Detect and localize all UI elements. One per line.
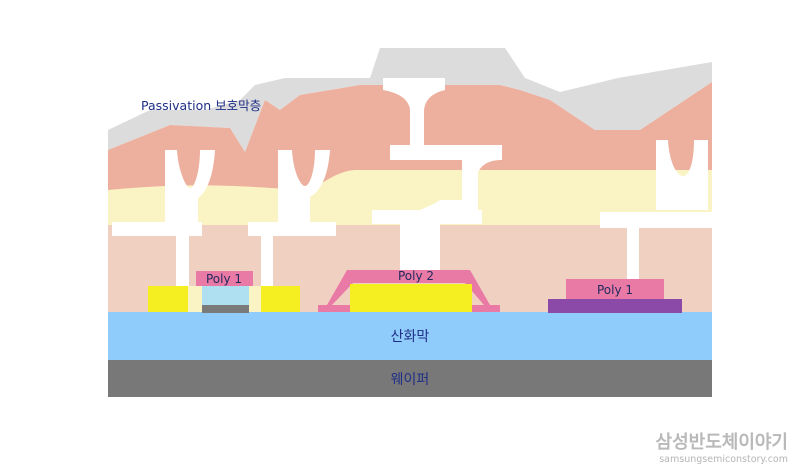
wafer-label: 웨이퍼	[391, 372, 430, 388]
contact-2-bar	[248, 222, 336, 236]
middle-contact-cup	[420, 200, 478, 222]
middle-yellow-block	[350, 284, 472, 312]
watermark-title: 삼성반도체이야기	[656, 432, 788, 453]
middle-contact	[372, 210, 482, 270]
passivation-layer	[108, 48, 712, 152]
middle-via-top	[383, 78, 445, 145]
middle-via-bar	[390, 145, 502, 200]
contact-1-stem	[176, 236, 189, 286]
left-spacer-left	[188, 286, 202, 312]
contact-2-stem	[261, 236, 273, 286]
left-spacer-right	[249, 286, 261, 312]
contact-1-bar	[112, 222, 202, 236]
watermark-url: samsungsemiconstory.com	[659, 454, 788, 465]
wafer-layer	[108, 360, 712, 397]
oxide-label: 산화막	[391, 329, 430, 345]
metal-contacts	[112, 78, 712, 286]
oxide-layer	[108, 312, 712, 360]
left-gate-oxide	[202, 286, 249, 306]
passivation-label: Passivation 보호막층	[141, 98, 261, 113]
right-contact-top	[656, 140, 708, 210]
yellow-dielectric-layer	[108, 170, 712, 232]
right-purple-layer	[548, 299, 682, 313]
poly2-label: Poly 2	[398, 269, 434, 283]
poly1-right-label: Poly 1	[597, 283, 633, 297]
right-poly1-block	[566, 279, 664, 299]
contact-2-top	[278, 150, 330, 222]
right-contact-bar	[600, 212, 712, 228]
left-gate-gray	[202, 305, 249, 313]
poly1-left-label: Poly 1	[206, 272, 242, 286]
left-poly1-block	[196, 271, 253, 286]
contact-1-top	[165, 150, 215, 222]
right-contact-stem	[627, 228, 639, 279]
